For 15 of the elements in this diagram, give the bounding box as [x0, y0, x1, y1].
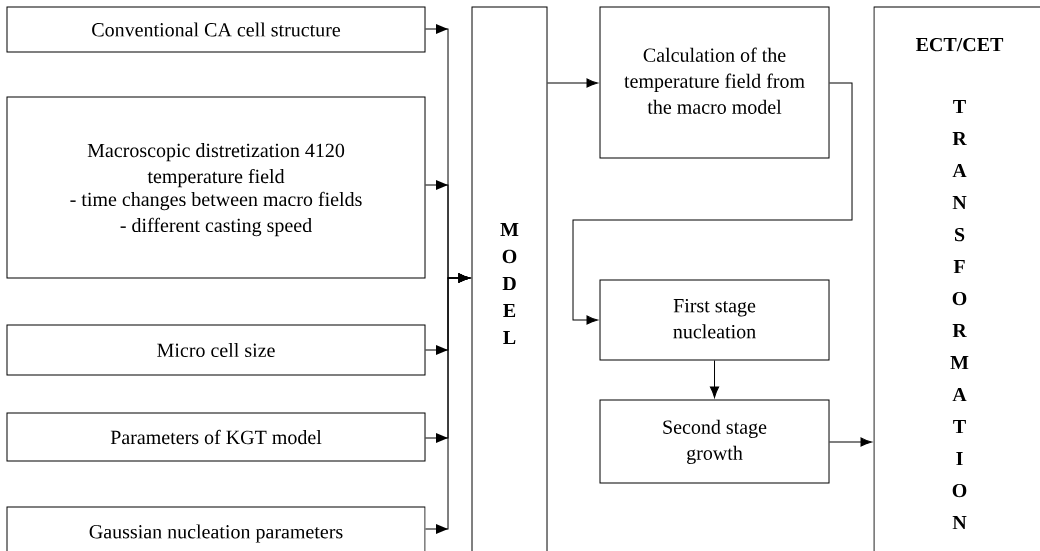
process-box: Parameters of KGT model: [6, 412, 426, 462]
process-box: Second stage growth: [599, 399, 830, 484]
process-box: Calculation of the temperature field from the macro model: [599, 6, 830, 159]
process-box: Conventional CA cell structure: [6, 6, 426, 53]
arrow: [547, 78, 598, 88]
process-box: First stage nucleation: [599, 279, 830, 361]
arrow: [829, 437, 872, 447]
result-box: ECT/CET TRANSFORMATION: [873, 6, 1040, 551]
arrow: [425, 273, 470, 534]
arrow: [572, 82, 853, 325]
process-box: Gaussian nucleation parameters: [6, 506, 426, 551]
process-box: Micro cell size: [6, 324, 426, 376]
process-box: Macroscopic distretization 4120 temperature field - time changes between macro fields - different casting speed: [6, 96, 426, 279]
model-box: MODEL: [471, 6, 548, 551]
arrow: [709, 360, 720, 398]
